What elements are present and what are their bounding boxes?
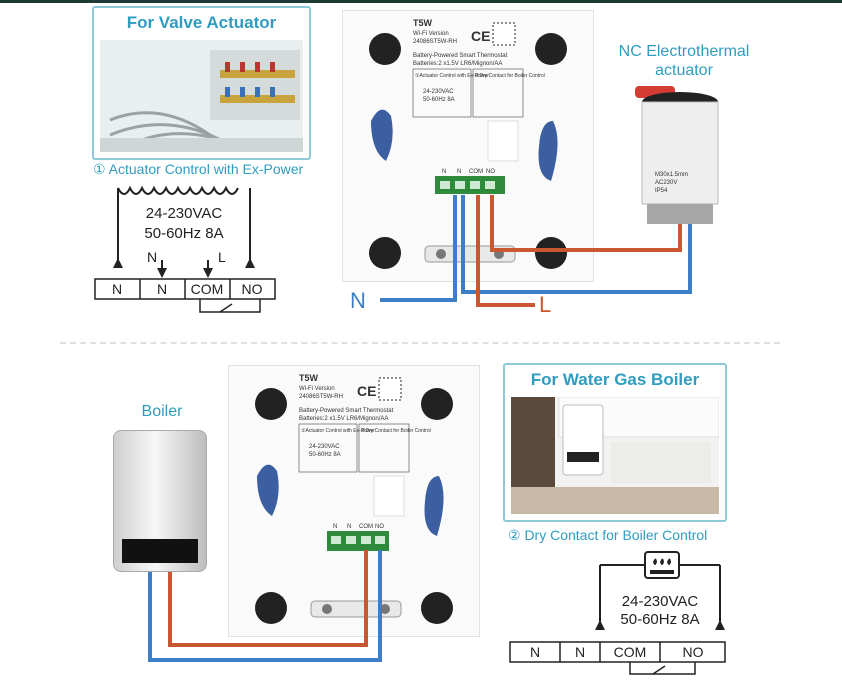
device-spec2-bottom: 50-60Hz 8A: [309, 452, 341, 458]
actuator-spec-freq: 50-60Hz 8A: [144, 225, 223, 242]
section-divider: [60, 342, 780, 344]
actuator-wiring-schematic: 24-230VAC 50-60Hz 8A N L N N COM NO: [94, 185, 276, 313]
wire-l-label: L: [539, 292, 552, 317]
terminal-no-top: NO: [486, 169, 495, 175]
dry-contact-schematic: 24-230VAC 50-60Hz 8A N N COM NO: [509, 551, 726, 675]
device-code-bottom: 24086ST5W-RH: [299, 394, 343, 400]
boiler-spec-freq: 50-60Hz 8A: [620, 611, 699, 628]
actuator-title-line1: NC Electrothermal: [618, 43, 750, 60]
actuator-mark-1: M30x1.5mm: [655, 172, 688, 178]
device-code-top: 24086ST5W-RH: [413, 39, 457, 45]
qr-code-icon-bottom: [378, 377, 402, 401]
device-spec1-bottom: 24-230VAC: [309, 444, 340, 450]
terminal-n2-top: N: [457, 169, 461, 175]
terminal-no-bottom: NO: [375, 524, 384, 530]
thermostat-back-bottom: T5W Wi-Fi Version 24086ST5W-RH CE Batter…: [228, 365, 480, 637]
boiler-terminal-com: COM: [614, 644, 647, 660]
terminal-n1-top: N: [442, 169, 446, 175]
device-ce-top: CE: [471, 28, 490, 44]
device-spec2-top: 50-60Hz 8A: [423, 97, 455, 103]
actuator-terminal-no: NO: [242, 281, 263, 297]
valve-actuator-title: For Valve Actuator: [126, 13, 277, 32]
boiler-terminal-n2: N: [575, 644, 585, 660]
device-model-bottom: T5W: [299, 373, 319, 383]
device-ce-bottom: CE: [357, 383, 376, 399]
device-version-bottom: Wi-Fi Version: [299, 386, 335, 392]
actuator-mark-3: IP54: [655, 188, 668, 194]
valve-actuator-panel: For Valve Actuator: [92, 6, 311, 160]
electrothermal-actuator: M30x1.5mm AC230V IP54: [635, 86, 719, 224]
device-batt-bottom: Batteries:2 x1.5V LR6/Mignon/AA: [299, 416, 388, 422]
terminal-com-top: COM: [469, 169, 483, 175]
boiler-terminal-n1: N: [530, 644, 540, 660]
boiler-display: [122, 539, 198, 563]
wire-n-label: N: [350, 288, 366, 313]
dry-contact-caption: ② Dry Contact for Boiler Control: [508, 527, 708, 543]
device-version-top: Wi-Fi Version: [413, 31, 449, 37]
actuator-terminal-com: COM: [191, 281, 224, 297]
actuator-terminal-n2: N: [157, 281, 167, 297]
actuator-mark-n: N: [147, 249, 157, 265]
actuator-title-line2: actuator: [655, 62, 713, 79]
actuator-control-caption: ① Actuator Control with Ex-Power: [93, 161, 304, 177]
actuator-title: NC Electrothermal actuator: [594, 42, 774, 80]
actuator-terminal-n1: N: [112, 281, 122, 297]
device-box2-bottom: ②Dry Contact for Boiler Control: [361, 428, 431, 434]
actuator-mark-l: L: [218, 249, 226, 265]
actuator-spec-voltage: 24-230VAC: [146, 205, 223, 222]
water-gas-boiler-panel: For Water Gas Boiler: [503, 363, 727, 522]
device-spec1-top: 24-230VAC: [423, 89, 454, 95]
device-box1-top: ①Actuator Control with Ex-Power: [415, 73, 489, 79]
boiler-kitchen-photo: [511, 397, 719, 514]
device-model-top: T5W: [413, 18, 433, 28]
boiler-unit: [113, 430, 207, 572]
flame-icon: [653, 558, 671, 565]
device-box1-bottom: ①Actuator Control with Ex-Power: [301, 428, 375, 434]
top-bar: [0, 0, 842, 3]
boiler-title: Boiler: [141, 403, 183, 420]
valve-manifold-photo: [100, 40, 303, 152]
terminal-n1-bottom: N: [333, 524, 337, 530]
device-desc-bottom: Battery-Powered Smart Thermostat: [299, 408, 394, 414]
device-box2-top: ②Dry Contact for Boiler Control: [475, 73, 545, 79]
boiler-terminal-no: NO: [683, 644, 704, 660]
device-desc-top: Battery-Powered Smart Thermostat: [413, 53, 508, 59]
qr-code-icon: [492, 22, 516, 46]
device-batt-top: Batteries:2 x1.5V LR6/Mignon/AA: [413, 61, 502, 67]
water-gas-boiler-title: For Water Gas Boiler: [530, 370, 700, 389]
actuator-mark-2: AC230V: [655, 180, 677, 186]
terminal-n2-bottom: N: [347, 524, 351, 530]
terminal-com-bottom: COM: [359, 524, 373, 530]
boiler-spec-voltage: 24-230VAC: [622, 593, 699, 610]
